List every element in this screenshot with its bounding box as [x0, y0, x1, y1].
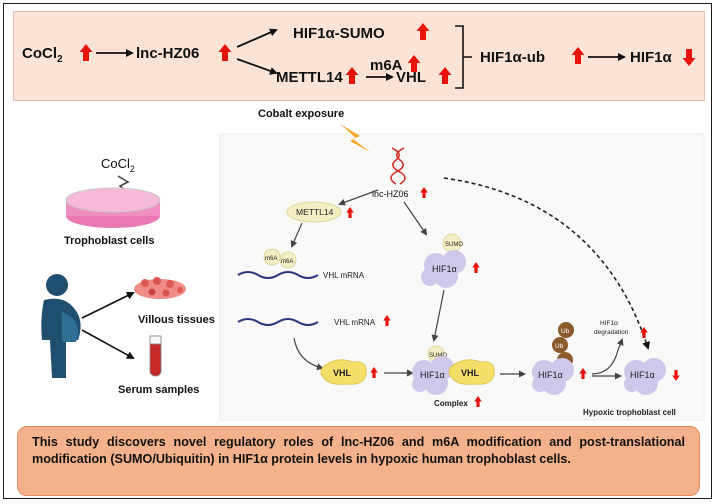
dna-icon [390, 147, 406, 185]
up-arrow-icon [438, 67, 452, 84]
complex-label: Complex [434, 399, 468, 408]
serum-label: Serum samples [118, 384, 199, 396]
pathway-arrow [236, 58, 278, 75]
up-arrow-icon [345, 67, 359, 84]
hif1a-label: HIF1α [420, 370, 445, 380]
hif1a-protein [532, 358, 574, 395]
hif1a-label: HIF1α [538, 370, 563, 380]
m6a-marker [279, 251, 297, 269]
up-arrow-icon [416, 23, 430, 40]
pathway-arrow [236, 28, 278, 48]
pathway-lnc-hz06: lnc-HZ06 [136, 45, 199, 62]
pregnant-woman-icon [41, 274, 81, 378]
villous-label: Villous tissues [138, 314, 215, 326]
svg-text:CoCl2: CoCl2 [22, 45, 63, 65]
ubiquitin-ball [552, 337, 568, 353]
lnc-label: lnc-HZ06 [372, 189, 409, 199]
vhl-label: VHL [461, 368, 480, 378]
cobalt-exposure-label: Cobalt exposure [258, 108, 344, 120]
mettl14-label: METTL14 [296, 207, 334, 217]
ubiquitin-ball [558, 322, 574, 338]
vhl-mrna-label: VHL mRNA [334, 318, 376, 327]
direct-arrow [443, 177, 650, 350]
sample-arrow [81, 292, 135, 319]
cell-arrow [293, 337, 324, 371]
pathway-m6a: m6A [370, 57, 403, 74]
pathway-hif1a: HIF1α [630, 49, 673, 66]
down-arrow-icon [682, 49, 696, 66]
serum-tube-icon [149, 335, 162, 377]
degradation-label-line1: HIF1α [600, 320, 618, 327]
degradation-label-line2: degradation [594, 329, 629, 336]
vhl-protein [448, 359, 495, 385]
m6a-label: m6A [265, 256, 277, 262]
vhl-protein [320, 359, 367, 385]
cell-arrow [431, 289, 445, 342]
cell-type-label: Hypoxic trophoblast cell [583, 408, 676, 417]
sumo-label: SUMO [445, 242, 463, 248]
vhl-label: VHL [333, 368, 352, 378]
up-arrow-icon [218, 44, 232, 61]
figure-frame [3, 3, 712, 499]
pathway-bracket [455, 25, 472, 89]
m6a-label: m6A [281, 259, 293, 265]
conclusion-box: This study discovers novel regulatory ro… [17, 426, 700, 496]
pathway-vhl: VHL [396, 69, 426, 86]
conclusion-text: This study discovers novel regulatory ro… [32, 435, 685, 466]
degradation-arrow [591, 338, 624, 375]
sumo-label: SUMO [429, 353, 447, 359]
up-arrow-icon [571, 47, 585, 64]
ub-label: Ub [561, 328, 570, 335]
vhl-mrna-label: VHL mRNA [323, 271, 365, 280]
vhl-mrna-strand [237, 318, 319, 326]
sample-arrow [81, 329, 135, 359]
cell-arrow [290, 222, 303, 248]
cell-arrow [338, 189, 379, 206]
hif1a-protein [412, 356, 454, 395]
dish-cocl2-label: CoCl2 [101, 156, 135, 174]
m6a-marker [263, 248, 281, 266]
vhl-mrna-strand [237, 271, 319, 279]
pathway-cocl2: CoCl2 [22, 45, 63, 65]
pathway-hif-ub: HIF1α-ub [480, 49, 545, 66]
pathway-mettl14: METTL14 [276, 69, 343, 86]
pathway-hif-sumo: HIF1α-SUMO [293, 25, 385, 42]
mettl14-oval [286, 201, 342, 223]
cell-arrow [403, 201, 428, 236]
villous-tissue-icon [134, 277, 186, 299]
trophoblast-label: Trophoblast cells [64, 235, 154, 247]
hif1a-label: HIF1α [630, 370, 655, 380]
hif1a-protein [421, 250, 466, 288]
hif1a-label: HIF1α [432, 264, 457, 274]
petri-dish-icon [65, 187, 161, 228]
ub-label: Ub [555, 343, 564, 350]
hif1a-protein [624, 358, 666, 395]
up-arrow-icon [79, 44, 93, 61]
